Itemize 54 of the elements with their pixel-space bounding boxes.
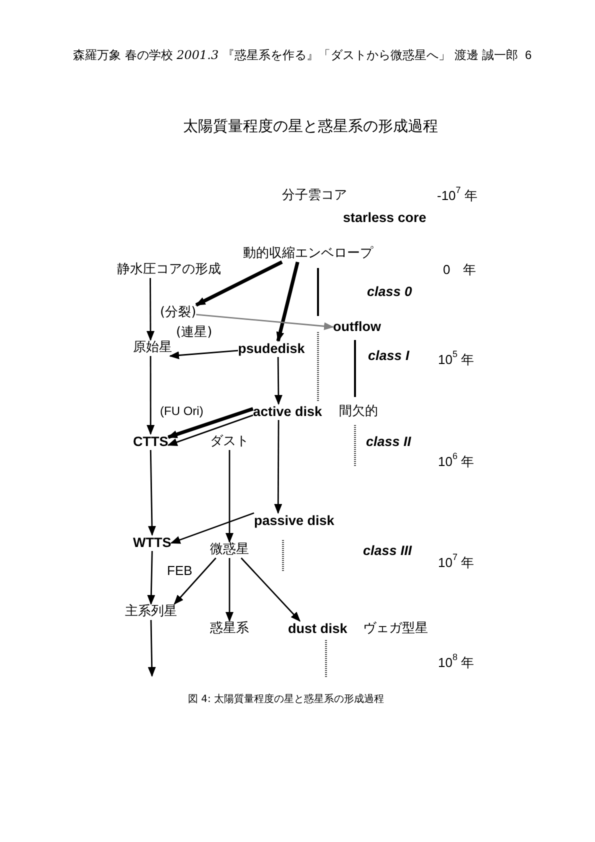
node-label: psudedisk <box>238 341 305 357</box>
diagram-title: 太陽質量程度の星と惑星系の形成過程 <box>183 118 438 134</box>
arrow <box>226 558 234 622</box>
class-label: class II <box>366 434 412 450</box>
arrow <box>167 414 254 446</box>
stage-label: starless core <box>343 210 426 226</box>
node-label: ダスト <box>210 434 249 450</box>
node-label: passive disk <box>254 513 334 529</box>
stage-label: 分子雲コア <box>282 188 347 204</box>
figure-caption: 図 4: 太陽質量程度の星と惑星系の形成過程 <box>188 692 384 707</box>
stage-note: 間欠的 <box>339 404 378 420</box>
arrow <box>174 558 216 605</box>
arrow <box>167 407 254 439</box>
node-label: 動的収縮エンベロープ <box>243 246 373 262</box>
time-label: 10$^{7}$ 年 <box>438 555 474 571</box>
node-label: outflow <box>333 319 381 335</box>
time-label: 10$^{6}$ 年 <box>438 454 474 470</box>
class-label: class III <box>363 543 412 559</box>
arrow <box>170 512 254 544</box>
time-label: 10$^{8}$ 年 <box>438 655 474 671</box>
node-label: dust disk <box>288 621 348 637</box>
stage-note: (FU Ori) <box>160 403 204 419</box>
page-number: 6 <box>525 47 532 63</box>
arrow <box>276 262 300 342</box>
arrow <box>148 620 156 677</box>
arrow <box>146 356 155 435</box>
time-label: 0 年 <box>443 262 476 278</box>
arrow <box>240 558 301 622</box>
arrow <box>146 278 154 341</box>
class-label: class I <box>368 348 410 364</box>
node-label: CTTS <box>133 434 168 450</box>
node-label: 主系列星 <box>125 604 177 620</box>
page-header: 森羅万象 春の学校 2001.3 『惑星系を作る』「ダストから微惑星へ」 渡邊 誠一郎 <box>73 47 518 63</box>
time-label: -10$^{7}$ 年 <box>437 188 478 204</box>
arrow <box>226 450 234 543</box>
arrow <box>196 314 334 330</box>
node-label: 微惑星 <box>210 542 249 558</box>
node-label: 静水圧コアの形成 <box>117 262 221 278</box>
node-label: active disk <box>253 404 322 420</box>
arrow <box>195 260 283 307</box>
arrow <box>169 350 238 360</box>
stage-label: ヴェガ型星 <box>363 621 428 637</box>
time-label: 10$^{5}$ 年 <box>438 352 474 368</box>
node-label: 惑星系 <box>210 621 249 637</box>
class-label: class 0 <box>367 284 412 300</box>
node-label: WTTS <box>133 535 172 551</box>
node-label: 原始星 <box>133 340 172 356</box>
node-label: (分裂) <box>160 305 196 321</box>
arrow <box>274 420 282 514</box>
stage-note: (連星) <box>176 325 212 341</box>
arrow <box>274 357 282 405</box>
arrow <box>147 550 156 605</box>
stage-note: FEB <box>167 563 192 579</box>
arrow <box>148 450 156 536</box>
